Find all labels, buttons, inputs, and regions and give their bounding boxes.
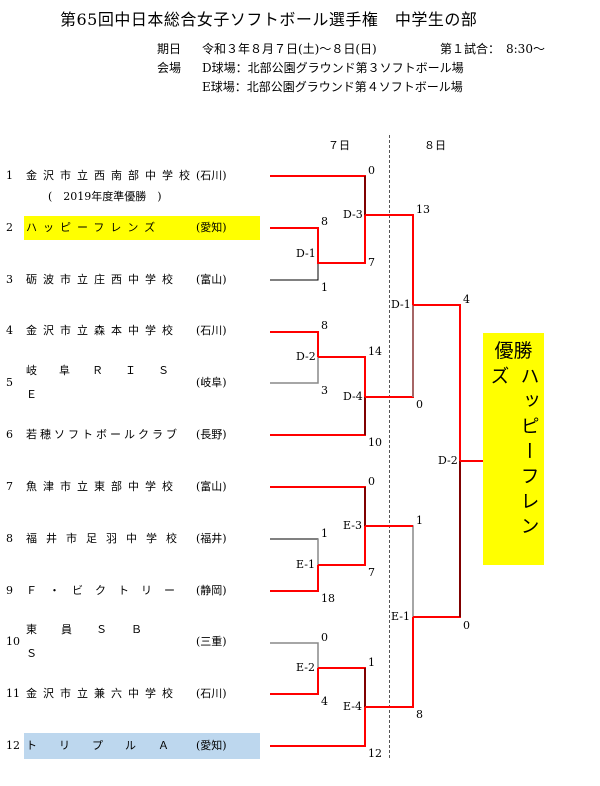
team-seed: 6 xyxy=(6,428,13,441)
d1-label: D-1 xyxy=(296,247,316,260)
team-prefecture: (愛知) xyxy=(196,739,227,752)
e3-top-score: 0 xyxy=(368,475,375,488)
sf-d1-top-score: 13 xyxy=(416,203,430,216)
e4-top-score: 1 xyxy=(368,656,375,669)
day-label-7: ７日 xyxy=(328,139,350,152)
e1-bottom-score: 18 xyxy=(321,592,335,605)
e1-top-score: 1 xyxy=(321,527,328,540)
team-prefecture: (愛知) xyxy=(196,221,227,234)
team-prefecture: (石川) xyxy=(196,687,227,700)
d3-bottom-score: 7 xyxy=(368,256,375,269)
team-prefecture: (静岡) xyxy=(196,584,227,597)
d1-top-score: 8 xyxy=(321,215,328,228)
champion-highlight: ハッピーフレンズ (愛知) xyxy=(24,216,260,240)
champion-label: 優勝 xyxy=(494,340,533,362)
d3-top-score: 0 xyxy=(368,164,375,177)
team-prefecture: (富山) xyxy=(196,480,227,493)
sf-e1-bottom-score: 8 xyxy=(416,708,423,721)
team-name: 若穂ソフトボールクラブ xyxy=(26,428,180,441)
team-row-10: 10 東員ＳＢＳ (三重) xyxy=(6,623,256,660)
team-name: 福井市足羽中学校 xyxy=(26,532,186,545)
team-name: 東員ＳＢＳ xyxy=(26,623,166,660)
team-row-7: 7 魚津市立東部中学校 (富山) xyxy=(6,475,256,499)
team-row-9: 9 Ｆ・ビクトリー (静岡) xyxy=(6,579,256,603)
team-row-12: 12 トリプルＡ (愛知) xyxy=(6,733,260,759)
date-value: 令和３年８月７日(土)～８日(日) xyxy=(202,42,377,56)
team-row-6: 6 若穂ソフトボールクラブ (長野) xyxy=(6,423,256,447)
d4-top-score: 14 xyxy=(368,345,382,358)
team-seed: 7 xyxy=(6,480,13,493)
e2-label: E-2 xyxy=(296,661,315,674)
team-row-11: 11 金沢市立兼六中学校 (石川) xyxy=(6,682,256,706)
team-seed: 11 xyxy=(6,687,20,700)
team-row-8: 8 福井市足羽中学校 (福井) xyxy=(6,527,256,551)
team-seed: 3 xyxy=(6,273,13,286)
team-name: トリプルＡ xyxy=(26,739,191,752)
team-name: ハッピーフレンズ xyxy=(26,221,162,234)
d2-top-score: 8 xyxy=(321,319,328,332)
day-label-8: ８日 xyxy=(424,139,446,152)
final-top-score: 4 xyxy=(463,293,470,306)
champion-box: 優勝 ハッピーフレンズ xyxy=(483,333,544,565)
team-prefecture: (福井) xyxy=(196,532,227,545)
runner-up-highlight: トリプルＡ (愛知) xyxy=(24,733,260,759)
d2-bottom-score: 3 xyxy=(321,384,328,397)
team-prefecture: (富山) xyxy=(196,273,227,286)
team-row-3: 3 砺波市立庄西中学校 (富山) xyxy=(6,268,256,292)
sf-d1-bottom-score: 0 xyxy=(416,398,423,411)
d2-label: D-2 xyxy=(296,350,316,363)
team-seed: 8 xyxy=(6,532,13,545)
team-row-5: 5 岐阜ＲＩＳＥ (岐阜) xyxy=(6,364,256,401)
e3-label: E-3 xyxy=(343,519,362,532)
sf-e1-top-score: 1 xyxy=(416,514,423,527)
e1-label: E-1 xyxy=(296,558,315,571)
team-seed: 12 xyxy=(6,739,20,752)
team-1-note: ( 2019年度準優勝 ) xyxy=(48,190,162,203)
team-name: 金沢市立森本中学校 xyxy=(26,324,179,337)
venue-d: D球場：北部公園グラウンド第３ソフトボール場 xyxy=(202,61,464,75)
team-name: 砺波市立庄西中学校 xyxy=(26,273,179,286)
team-seed: 2 xyxy=(6,221,13,234)
d1-bottom-score: 1 xyxy=(321,281,328,294)
team-row-2: 2 ハッピーフレンズ (愛知) xyxy=(6,216,260,240)
e3-bottom-score: 7 xyxy=(368,566,375,579)
first-game-time: 第１試合： 8:30～ xyxy=(440,42,545,56)
team-seed: 9 xyxy=(6,584,13,597)
team-seed: 5 xyxy=(6,376,13,389)
d4-label: D-4 xyxy=(343,390,363,403)
team-seed: 1 xyxy=(6,169,13,182)
sf-e1-label: E-1 xyxy=(391,610,410,623)
venue-label: 会場 xyxy=(157,61,182,75)
date-label: 期日 xyxy=(157,42,182,56)
d4-bottom-score: 10 xyxy=(368,436,382,449)
team-name: 魚津市立東部中学校 xyxy=(26,480,179,493)
team-prefecture: (石川) xyxy=(196,169,227,182)
team-name: Ｆ・ビクトリー xyxy=(26,584,187,597)
team-name: 金沢市立西南部中学校 xyxy=(26,169,196,182)
team-name: 岐阜ＲＩＳＥ xyxy=(26,364,191,401)
team-prefecture: (長野) xyxy=(196,428,227,441)
final-label: D-2 xyxy=(438,454,458,467)
team-seed: 4 xyxy=(6,324,13,337)
e4-label: E-4 xyxy=(343,700,362,713)
final-bottom-score: 0 xyxy=(463,619,470,632)
team-name: 金沢市立兼六中学校 xyxy=(26,687,179,700)
team-prefecture: (岐阜) xyxy=(196,376,227,389)
e4-bottom-score: 12 xyxy=(368,747,382,760)
champion-team: ハッピーフレンズ xyxy=(487,366,540,541)
page-title: 第65回中日本総合女子ソフトボール選手権 中学生の部 xyxy=(60,10,478,29)
d3-label: D-3 xyxy=(343,208,363,221)
team-prefecture: (石川) xyxy=(196,324,227,337)
e2-top-score: 0 xyxy=(321,631,328,644)
team-row-1: 1 金沢市立西南部中学校 (石川) xyxy=(6,164,256,188)
team-prefecture: (三重) xyxy=(196,635,227,648)
sf-d1-label: D-1 xyxy=(391,298,411,311)
team-seed: 10 xyxy=(6,635,20,648)
e2-bottom-score: 4 xyxy=(321,695,328,708)
venue-e: E球場：北部公園グラウンド第４ソフトボール場 xyxy=(202,80,463,94)
team-row-4: 4 金沢市立森本中学校 (石川) xyxy=(6,319,256,343)
